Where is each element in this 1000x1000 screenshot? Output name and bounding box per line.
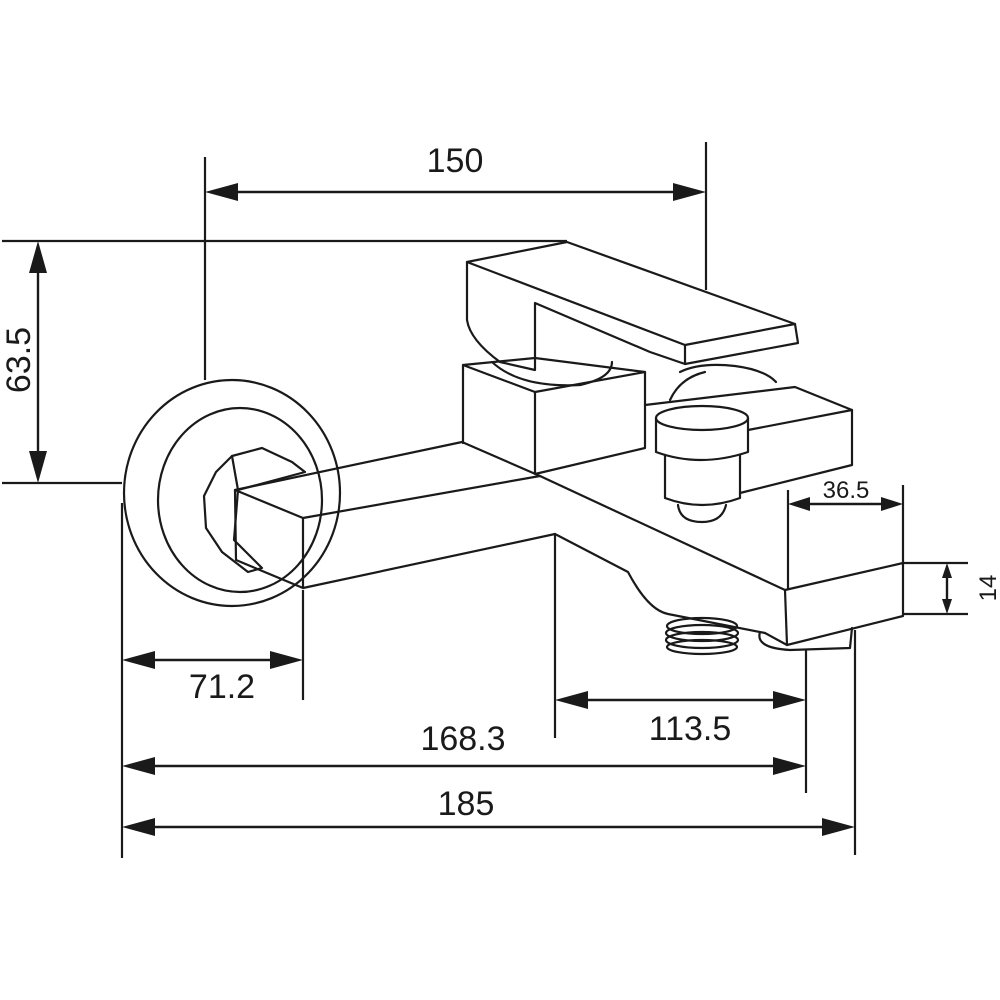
cartridge-housing <box>461 356 647 476</box>
dimension-185: 185 <box>122 630 857 855</box>
threaded-inlet <box>664 616 740 656</box>
dimension-150: 150 <box>203 142 708 380</box>
dim-label-71-2: 71.2 <box>189 668 255 706</box>
dim-label-36-5: 36.5 <box>823 477 870 504</box>
dim-label-168-3: 168.3 <box>420 720 505 758</box>
wall-arm <box>233 440 542 520</box>
spout-front <box>785 561 905 647</box>
dimension-168-3: 168.3 <box>122 720 806 775</box>
wall-flange-inner <box>156 406 324 594</box>
dimension-113-5: 113.5 <box>553 534 808 793</box>
hex-nut <box>202 446 307 574</box>
dim-label-185: 185 <box>438 785 495 823</box>
tap-body <box>122 240 905 656</box>
spout-outlet <box>758 626 854 652</box>
wall-flange-outer <box>122 378 342 608</box>
dim-label-14: 14 <box>975 575 1000 602</box>
dimension-71-2: 71.2 <box>120 503 305 858</box>
dim-label-150: 150 <box>427 142 484 180</box>
dim-label-63-5: 63.5 <box>0 327 38 393</box>
dimension-14: 14 <box>903 561 1000 616</box>
dimension-63-5: 63.5 <box>0 239 567 485</box>
dimension-36-5: 36.5 <box>786 477 905 590</box>
dim-label-113-5: 113.5 <box>649 710 732 748</box>
lever-handle <box>465 240 800 372</box>
diverter-knob <box>654 404 750 524</box>
